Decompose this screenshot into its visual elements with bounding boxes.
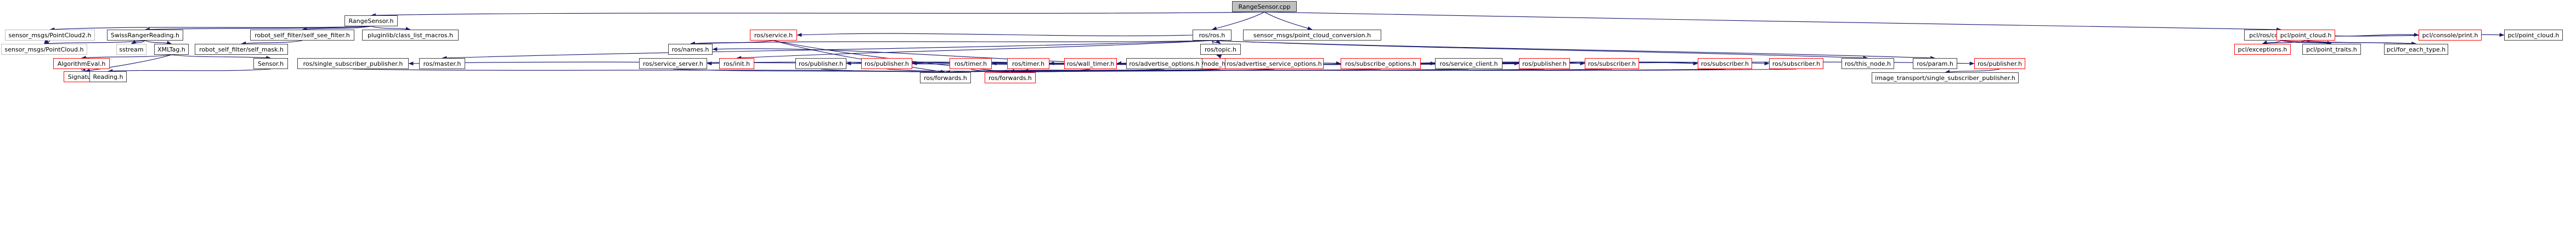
edge-n1-to-n13 <box>690 40 1212 46</box>
edge-n16-to-n42 <box>1009 69 1221 75</box>
graph-node-image-transport-single-subscriber-publisher-h[interactable]: image_transport/single_subscriber_publis… <box>1872 72 2019 83</box>
graph-node-ros-init-h[interactable]: ros/init.h <box>719 58 754 69</box>
graph-node-ros-param-h[interactable]: ros/param.h <box>1913 58 1957 69</box>
graph-node-pcl-for-each-type-h[interactable]: pcl/for_each_type.h <box>2384 44 2448 55</box>
graph-node-ros-subscribe-options-h[interactable]: ros/subscribe_options.h <box>1341 58 1421 69</box>
edge-n32-to-n42 <box>1009 69 1545 75</box>
graph-node-ros-advertise-service-options-h[interactable]: ros/advertise_service_options.h <box>1225 58 1324 69</box>
graph-node-ros-subscriber-h[interactable]: ros/subscriber.h <box>1698 58 1752 69</box>
graph-node-ros-timer-h[interactable]: ros/timer.h <box>950 58 992 69</box>
graph-node-pcl-point-cloud-h[interactable]: pcl/point_cloud.h <box>2276 30 2335 41</box>
edge-n0-to-n3 <box>1264 12 2282 32</box>
graph-node-ros-subscriber-h[interactable]: ros/subscriber.h <box>1769 58 1823 69</box>
edge-n21-to-n41 <box>673 69 946 75</box>
edge-n16-to-n35 <box>1251 61 1770 66</box>
graph-node-ros-wall-timer-h[interactable]: ros/wall_timer.h <box>1064 58 1117 69</box>
graph-node-sstream[interactable]: sstream <box>116 44 146 55</box>
graph-node-pcl-exceptions-h[interactable]: pcl/exceptions.h <box>2234 44 2291 55</box>
edge-n19-to-n41 <box>353 69 946 75</box>
graph-node-robot-self-filter-self-mask-h[interactable]: robot_self_filter/self_mask.h <box>195 44 288 55</box>
graph-node-rangesensor-cpp[interactable]: RangeSensor.cpp <box>1232 1 1297 12</box>
edge-n29-to-n42 <box>1009 69 1275 75</box>
edge-n1-to-n37 <box>1212 40 1936 60</box>
graph-node-sensor-msgs-pointcloud2-h[interactable]: sensor_msgs/PointCloud2.h <box>5 30 95 41</box>
graph-node-xmltag-h[interactable]: XMLTag.h <box>154 44 189 55</box>
graph-node-rangesensor-h[interactable]: RangeSensor.h <box>344 15 398 26</box>
edge-n0-to-n4 <box>370 12 1265 18</box>
graph-node-ros-publisher-h[interactable]: ros/publisher.h <box>795 58 846 69</box>
graph-node-ros-publisher-h[interactable]: ros/publisher.h <box>1974 58 2025 69</box>
graph-node-sensor-msgs-pointcloud-h[interactable]: sensor_msgs/PointCloud.h <box>1 44 87 55</box>
graph-node-sensor-h[interactable]: Sensor.h <box>253 58 288 69</box>
graph-node-ros-subscriber-h[interactable]: ros/subscriber.h <box>1585 58 1639 69</box>
graph-node-ros-single-subscriber-publisher-h[interactable]: ros/single_subscriber_publisher.h <box>297 58 409 69</box>
graph-node-ros-service-server-h[interactable]: ros/service_server.h <box>639 58 707 69</box>
graph-node-ros-advertise-options-h[interactable]: ros/advertise_options.h <box>1126 58 1202 69</box>
graph-node-ros-publisher-h[interactable]: ros/publisher.h <box>861 58 912 69</box>
graph-node-pcl-point-cloud-h[interactable]: pcl/point_cloud.h <box>2504 30 2563 41</box>
graph-node-pluginlib-class-list-macros-h[interactable]: pluginlib/class_list_macros.h <box>362 30 459 41</box>
graph-node-algorithmeval-h[interactable]: AlgorithmEval.h <box>53 58 110 69</box>
graph-node-ros-ros-h[interactable]: ros/ros.h <box>1193 30 1231 41</box>
graph-node-ros-publisher-h[interactable]: ros/publisher.h <box>1519 58 1570 69</box>
graph-node-reading-h[interactable]: Reading.h <box>89 71 127 82</box>
graph-node-ros-forwards-h[interactable]: ros/forwards.h <box>985 72 1036 83</box>
graph-node-ros-this-node-h[interactable]: ros/this_node.h <box>1841 58 1894 69</box>
graph-node-ros-service-client-h[interactable]: ros/service_client.h <box>1435 58 1502 69</box>
edge-n1-to-n14 <box>796 33 1193 37</box>
edge-n1-to-n36 <box>1212 40 1868 60</box>
graph-node-pcl-console-print-h[interactable]: pcl/console/print.h <box>2419 30 2482 41</box>
graph-node-ros-master-h[interactable]: ros/master.h <box>419 58 465 69</box>
graph-node-ros-timer-h[interactable]: ros/timer.h <box>1007 58 1049 69</box>
graph-node-ros-service-h[interactable]: ros/service.h <box>750 30 797 41</box>
edge-n33-to-n42 <box>1009 69 1612 75</box>
graph-node-pcl-point-traits-h[interactable]: pcl/point_traits.h <box>2302 44 2361 55</box>
edge-n0-to-n2 <box>1264 12 1313 30</box>
edge-n35-to-n42 <box>1009 69 1797 75</box>
edge-n1-to-n22 <box>736 40 1212 60</box>
graph-node-swissrangerreading-h[interactable]: SwissRangerReading.h <box>107 30 183 41</box>
graph-node-ros-topic-h[interactable]: ros/topic.h <box>1200 44 1241 55</box>
edge-n28-to-n41 <box>945 69 1165 75</box>
graph-node-ros-forwards-h[interactable]: ros/forwards.h <box>920 72 971 83</box>
graph-node-ros-names-h[interactable]: ros/names.h <box>668 44 713 55</box>
graph-node-sensor-msgs-point-cloud-conversion-h[interactable]: sensor_msgs/point_cloud_conversion.h <box>1243 30 1381 41</box>
graph-node-robot-self-filter-self-see-filter-h[interactable]: robot_self_filter/self_see_filter.h <box>250 30 354 41</box>
edge-n1-to-n20 <box>442 40 1212 60</box>
edge-n34-to-n42 <box>1009 69 1725 75</box>
edge-n0-to-n1 <box>1211 12 1265 31</box>
edge-n18-to-n40 <box>108 69 271 73</box>
edge-n30-to-n42 <box>1009 69 1381 75</box>
